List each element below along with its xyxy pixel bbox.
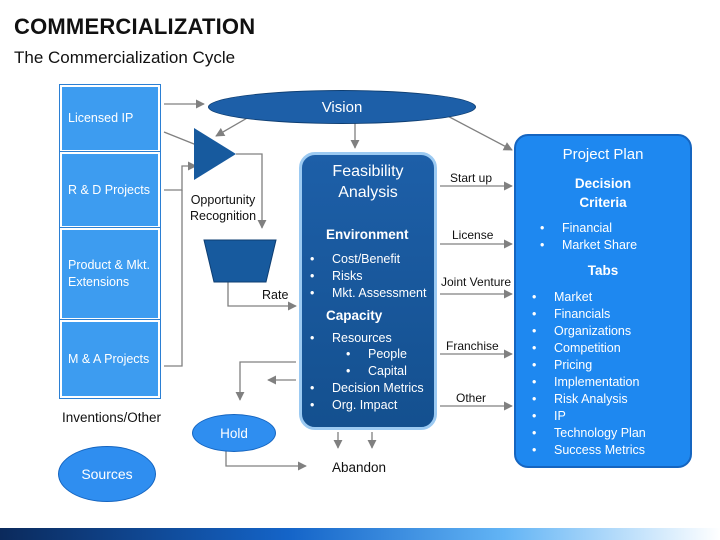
tab-item: Technology Plan	[532, 426, 646, 440]
source-licensed-ip: Licensed IP	[60, 85, 160, 152]
outcome-other: Other	[456, 391, 487, 405]
opportunity-label: Opportunity Recognition	[190, 193, 257, 223]
environment-item: Cost/Benefit	[310, 252, 400, 266]
environment-heading: Environment	[326, 227, 409, 242]
project-plan-box: Project Plan Decision Criteria Financial…	[514, 134, 692, 468]
capacity-item: Decision Metrics	[310, 381, 424, 395]
feasibility-analysis-box: Feasibility Analysis Environment Cost/Be…	[299, 152, 437, 430]
tab-item: Success Metrics	[532, 443, 645, 457]
hold-oval: Hold	[192, 414, 276, 452]
vision-oval: Vision	[208, 90, 476, 124]
decision-criteria-heading: Decision Criteria	[574, 176, 632, 210]
outcome-franchise: Franchise	[446, 339, 499, 353]
source-rd-projects: R & D Projects	[60, 152, 160, 228]
capacity-item: Org. Impact	[310, 398, 397, 412]
tab-item: Market	[532, 290, 592, 304]
tabs-heading: Tabs	[587, 263, 619, 278]
tab-item: Implementation	[532, 375, 640, 389]
capacity-heading: Capacity	[326, 308, 383, 323]
rate-label: Rate	[262, 288, 289, 302]
source-label: Product & Mkt. Extensions	[68, 258, 150, 289]
capacity-sub-item: Capital	[346, 364, 407, 378]
criteria-item: Financial	[540, 221, 612, 235]
source-ma-projects: M & A Projects	[60, 320, 160, 398]
environment-item: Risks	[310, 269, 362, 283]
capacity-item: Resources	[310, 331, 392, 345]
capacity-sub-item: People	[346, 347, 407, 361]
feasibility-title: Feasibility Analysis	[332, 163, 404, 201]
tab-item: IP	[532, 409, 565, 423]
outcome-joint-venture: Joint Venture	[441, 275, 512, 289]
opportunity-triangle-icon	[194, 128, 236, 180]
tab-item: Financials	[532, 307, 610, 321]
page-subtitle: The Commercialization Cycle	[14, 48, 236, 67]
source-label: R & D Projects	[68, 182, 150, 197]
outcome-license: License	[452, 228, 494, 242]
sources-oval: Sources	[58, 446, 156, 502]
outcome-start-up: Start up	[450, 171, 493, 185]
project-plan-title: Project Plan	[562, 146, 644, 163]
sources-footer-label: Inventions/Other	[62, 410, 162, 425]
vision-label: Vision	[321, 98, 363, 116]
tab-item: Pricing	[532, 358, 592, 372]
source-product-extensions: Product & Mkt. Extensions	[60, 228, 160, 320]
source-label: Licensed IP	[68, 111, 134, 125]
environment-item: Mkt. Assessment	[310, 286, 427, 300]
source-label: M & A Projects	[68, 351, 150, 366]
tab-item: Competition	[532, 341, 621, 355]
sources-oval-label: Sources	[81, 466, 133, 482]
tab-item: Risk Analysis	[532, 392, 628, 406]
rate-funnel-icon	[203, 239, 277, 283]
abandon-label: Abandon	[332, 460, 387, 475]
footer-gradient-bar	[0, 528, 720, 540]
criteria-item: Market Share	[540, 238, 637, 252]
page-title: COMMERCIALIZATION	[14, 14, 256, 39]
hold-label: Hold	[220, 425, 248, 441]
tab-item: Organizations	[532, 324, 631, 338]
